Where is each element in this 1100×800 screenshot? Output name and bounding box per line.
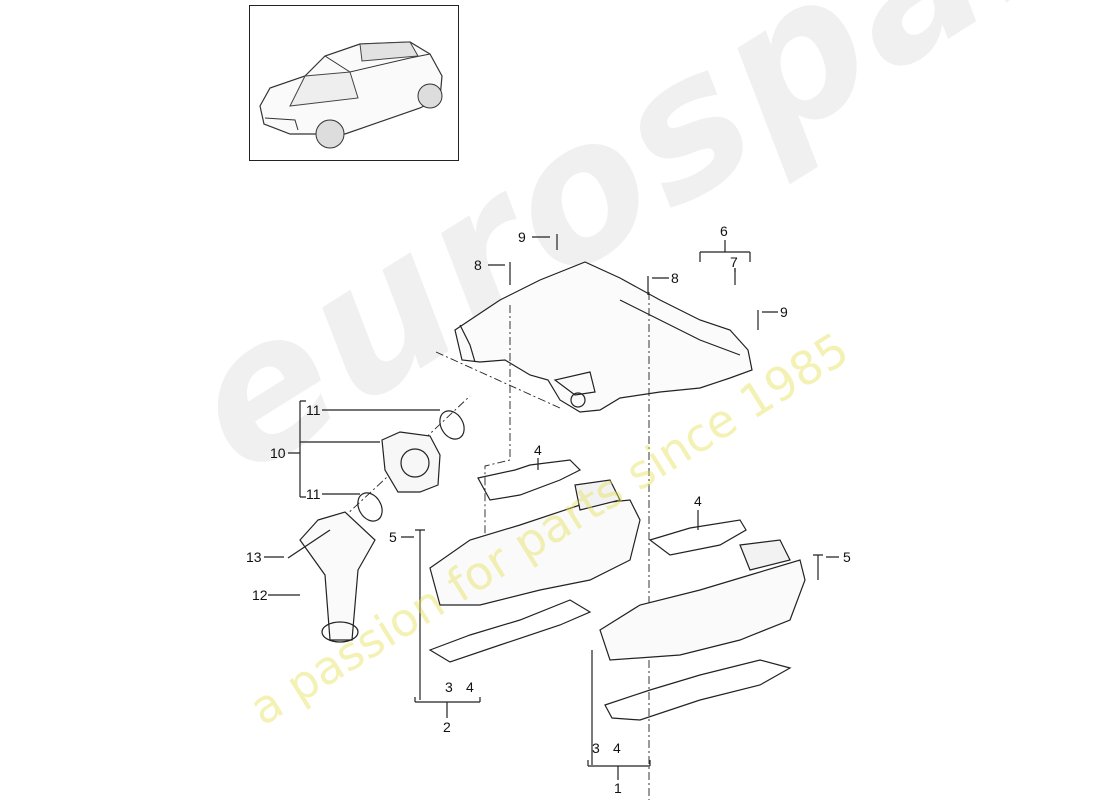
callout-7[interactable]: 7 <box>730 254 738 270</box>
lower-manifold-left <box>429 499 641 606</box>
flange-gasket-left <box>428 599 592 663</box>
gasket-left <box>477 459 582 501</box>
callout-9[interactable]: 9 <box>518 229 526 245</box>
callout-4[interactable]: 4 <box>613 740 621 756</box>
callout-10[interactable]: 10 <box>270 445 286 461</box>
callout-13[interactable]: 13 <box>246 549 262 565</box>
callout-3[interactable]: 3 <box>592 740 600 756</box>
callout-6[interactable]: 6 <box>720 223 728 239</box>
callout-9[interactable]: 9 <box>780 304 788 320</box>
callout-8[interactable]: 8 <box>671 270 679 286</box>
callout-12[interactable]: 12 <box>252 587 268 603</box>
throttle-body <box>381 431 441 493</box>
callout-8[interactable]: 8 <box>474 257 482 273</box>
gasket-right <box>648 519 747 556</box>
callout-4[interactable]: 4 <box>694 493 702 509</box>
vehicle-thumbnail <box>249 5 459 161</box>
callout-1[interactable]: 1 <box>614 780 622 796</box>
callout-11[interactable]: 11 <box>306 402 321 418</box>
intake-pipe <box>299 511 376 641</box>
callout-2[interactable]: 2 <box>443 719 451 735</box>
callout-4[interactable]: 4 <box>466 679 474 695</box>
callout-3[interactable]: 3 <box>445 679 453 695</box>
lower-manifold-right <box>599 559 806 661</box>
o-ring-lower <box>357 492 383 522</box>
flange-gasket-right <box>604 659 792 721</box>
o-ring-upper <box>439 410 465 440</box>
callout-4[interactable]: 4 <box>534 442 542 458</box>
callout-5[interactable]: 5 <box>389 529 397 545</box>
upper-intake-manifold <box>454 261 753 413</box>
callout-11[interactable]: 11 <box>306 486 321 502</box>
callout-5[interactable]: 5 <box>843 549 851 565</box>
vehicle-overview-icon <box>259 41 443 149</box>
